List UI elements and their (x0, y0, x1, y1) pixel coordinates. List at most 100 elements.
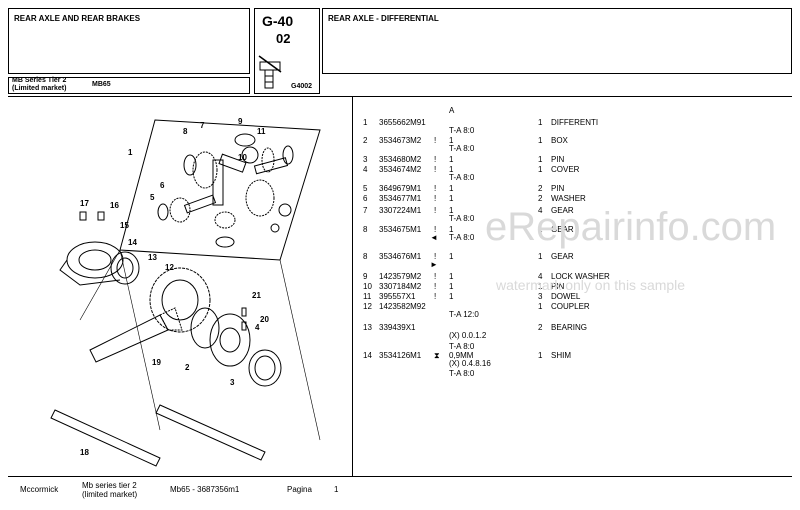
description: BEARING (551, 323, 588, 332)
qty-required: 1 (538, 302, 543, 311)
part-flag: ! (434, 292, 437, 301)
note: T-A 12:0 (449, 310, 479, 319)
qty-required: 3 (538, 292, 543, 301)
part-flag: ! (434, 252, 437, 261)
qty-required: 1 (538, 282, 543, 291)
qty-required: 1 (538, 165, 543, 174)
callout-6: 6 (160, 181, 165, 190)
ref-number: 3 (363, 155, 368, 164)
series-line1: MB Series Tier 2 (12, 77, 67, 84)
footer-brand: Mccormick (20, 485, 59, 494)
qty-required: 2 (538, 323, 543, 332)
callout-5: 5 (150, 193, 155, 202)
description: GEAR (551, 252, 574, 261)
description: PIN (551, 282, 565, 291)
footer-doc: Mb65 - 3687356m1 (170, 485, 240, 494)
note: T-A 8:0 (449, 214, 475, 223)
callout-8: 8 (183, 127, 188, 136)
ref-number: 12 (363, 302, 372, 311)
group-sub: 02 (276, 31, 291, 46)
callout-21: 21 (252, 291, 261, 300)
description: COVER (551, 165, 580, 174)
callout-10: 10 (238, 153, 247, 162)
ref-number: 4 (363, 165, 368, 174)
qty: 1 (449, 165, 454, 174)
note-arrow: ► (430, 260, 438, 269)
footer-series-line1: Mb series tier 2 (82, 481, 137, 490)
ref-number: 14 (363, 351, 372, 360)
figure-code: G4002 (291, 83, 313, 90)
qty: 0,9MM (449, 351, 474, 360)
callout-17: 17 (80, 199, 89, 208)
qty-required: 1 (538, 155, 543, 164)
callout-15: 15 (120, 221, 129, 230)
description: DOWEL (551, 292, 581, 301)
part-number: 1423579M2 (379, 272, 422, 281)
ref-number: 1 (363, 118, 368, 127)
part-number: 3649679M1 (379, 184, 422, 193)
ref-number: 6 (363, 194, 368, 203)
part-number: 395557X1 (379, 292, 416, 301)
part-number: 3534126M1 (379, 351, 422, 360)
description: LOCK WASHER (551, 272, 610, 281)
note: T-A 8:0 (449, 342, 475, 351)
part-number: 3655662M91 (379, 118, 426, 127)
qty-required: 1 (538, 118, 543, 127)
part-flag: ! (434, 272, 437, 281)
qty-required: 1 (538, 136, 543, 145)
part-number: 3534676M1 (379, 252, 422, 261)
note-arrow: ◄ (430, 233, 438, 242)
part-number: 3534674M2 (379, 165, 422, 174)
group-box (254, 8, 320, 94)
footer-series-line2: (limited market) (82, 490, 138, 499)
qty: 1 (449, 194, 454, 203)
model-label: MB65 (92, 81, 111, 88)
callout-3: 3 (230, 378, 235, 387)
part-flag: ⧗ (434, 351, 440, 360)
callout-18: 18 (80, 448, 89, 457)
qty: 1 (449, 252, 454, 261)
part-flag: ! (434, 282, 437, 291)
description: WASHER (551, 194, 586, 203)
series-box (8, 77, 250, 94)
series-line2: (Limited market) (12, 85, 67, 92)
callout-16: 16 (110, 201, 119, 210)
part-number: 3534677M1 (379, 194, 422, 203)
header-left-title-box (8, 8, 250, 74)
ref-number: 5 (363, 184, 368, 193)
qty: 1 (449, 282, 454, 291)
part-flag: ! (434, 184, 437, 193)
page-title: REAR AXLE AND REAR BRAKES (14, 14, 141, 23)
callout-9: 9 (238, 117, 243, 126)
qty-required: 4 (538, 272, 543, 281)
note: (X) 0.4.8.16 (449, 359, 491, 368)
qty: 1 (449, 184, 454, 193)
footer-page-number: 1 (334, 485, 339, 494)
part-flag: ! (434, 206, 437, 215)
qty: 1 (449, 225, 454, 234)
description: COUPLER (551, 302, 590, 311)
group-code: G-40 (262, 13, 294, 29)
qty: 1 (449, 155, 454, 164)
ref-number: 10 (363, 282, 372, 291)
part-flag: ! (434, 136, 437, 145)
part-number: 339439X1 (379, 323, 416, 332)
callout-20: 20 (260, 315, 269, 324)
qty: 1 (449, 292, 454, 301)
section-title: REAR AXLE - DIFFERENTIAL (328, 14, 439, 23)
callout-12: 12 (165, 263, 174, 272)
part-flag: ! (434, 165, 437, 174)
column-divider (352, 96, 353, 476)
parts-row: T-A 8:0 (0, 342, 800, 352)
footer-rule (8, 476, 792, 477)
callout-13: 13 (148, 253, 157, 262)
